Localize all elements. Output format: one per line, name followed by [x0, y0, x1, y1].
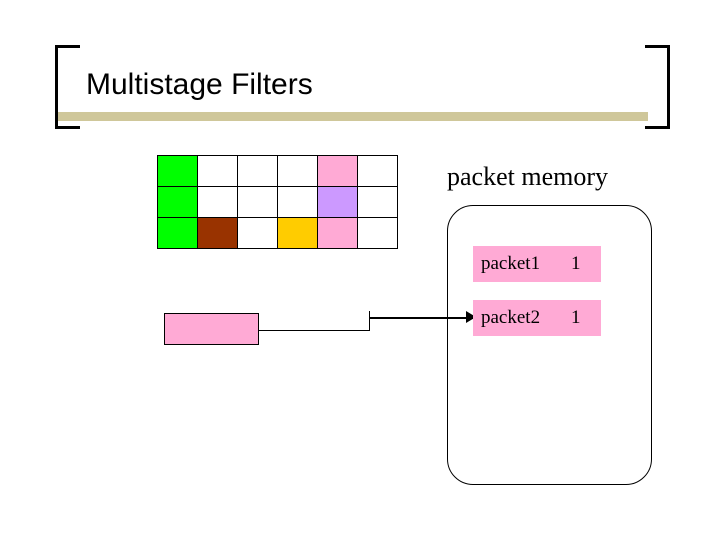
filter-cell — [356, 185, 398, 219]
filter-cell — [276, 217, 318, 250]
incoming-packet-bar — [164, 313, 259, 345]
filter-cell — [196, 185, 238, 219]
filter-cell — [316, 185, 358, 219]
title-underline-rule — [58, 112, 648, 121]
filter-cell — [156, 154, 198, 187]
packet-memory-label: packet memory — [447, 162, 608, 191]
packet-memory-entry-1: packet2 1 — [473, 300, 601, 336]
packet-memory-entry-0: packet1 1 — [473, 246, 601, 282]
title-bracket-left-icon — [55, 45, 80, 129]
filter-cell — [316, 154, 358, 187]
filter-cell — [196, 217, 238, 250]
flow-arrow-icon — [466, 311, 476, 323]
filter-cell — [276, 185, 318, 219]
packet-entry-name: packet2 — [481, 307, 541, 328]
filter-cell — [156, 217, 198, 250]
filter-cell — [356, 217, 398, 250]
filter-cell — [356, 154, 398, 187]
packet-entry-name: packet1 — [481, 253, 541, 274]
filter-cell — [236, 217, 278, 250]
filter-cell — [156, 185, 198, 219]
packet-memory-container — [447, 205, 652, 485]
page-title: Multistage Filters — [86, 68, 313, 101]
title-bracket-right-icon — [645, 45, 670, 129]
filter-cell — [316, 217, 358, 250]
filter-cell — [236, 185, 278, 219]
flow-connector-line — [369, 317, 474, 319]
packet-entry-count: 1 — [571, 253, 581, 274]
packet-entry-count: 1 — [571, 307, 581, 328]
filter-cell — [196, 154, 238, 187]
multistage-filter-grid — [156, 154, 398, 250]
flow-connector-elbow — [258, 311, 370, 331]
filter-cell — [276, 154, 318, 187]
filter-cell — [236, 154, 278, 187]
